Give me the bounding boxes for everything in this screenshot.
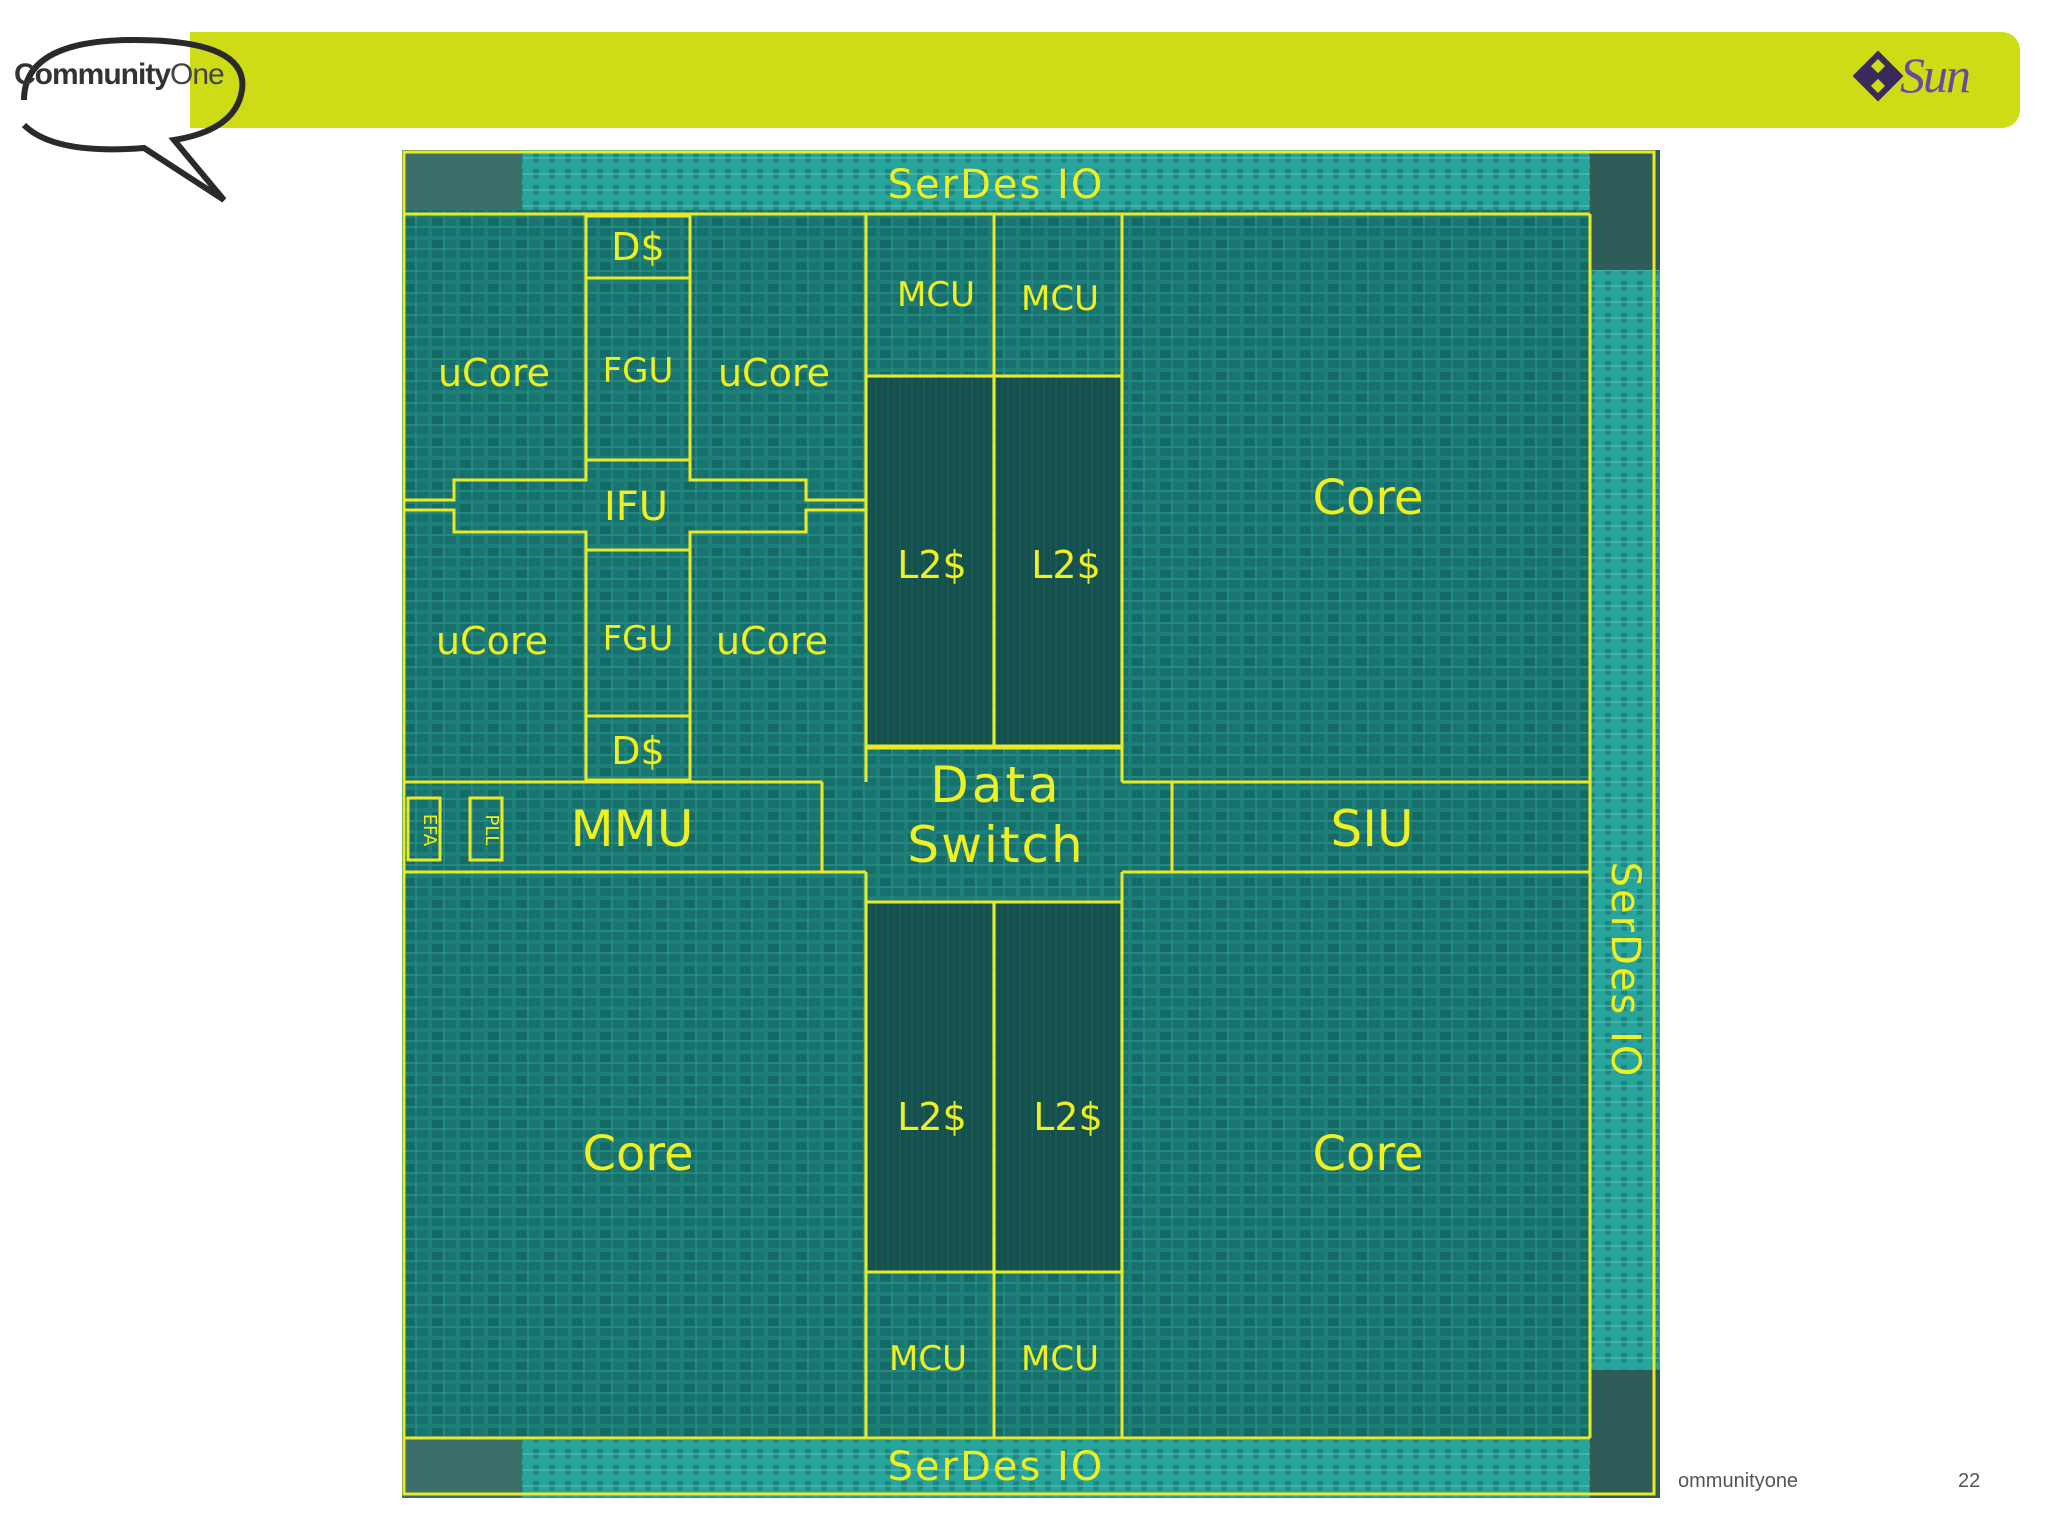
sun-brand: Sun <box>1900 46 1969 104</box>
fgu-top-label: FGU <box>603 351 674 391</box>
page-number: 22 <box>1958 1470 1980 1493</box>
communityone-logo <box>14 30 254 210</box>
core-bl-label: Core <box>582 1126 693 1182</box>
mcu-tl-label: MCU <box>897 275 975 315</box>
dcache-top-label: D$ <box>611 225 664 269</box>
chip-die-diagram: SerDes IO SerDes IO SerDes IO D$ uCore F… <box>402 150 1660 1498</box>
l2-bl-label: L2$ <box>897 1095 967 1139</box>
mcu-bl-label: MCU <box>889 1339 967 1379</box>
l2-tl-label: L2$ <box>897 543 967 587</box>
mmu-label: MMU <box>571 800 694 858</box>
brand-bold: Community <box>14 58 170 91</box>
pll-label: PLL <box>481 815 502 846</box>
ucore-br-label: uCore <box>716 619 828 663</box>
core-tr-label: Core <box>1312 470 1423 526</box>
dcache-bottom-label: D$ <box>611 729 664 773</box>
data-switch-label-1: Data <box>930 756 1061 814</box>
efa-label: EFA <box>419 814 440 847</box>
siu-label: SIU <box>1330 800 1413 858</box>
l2-br-label: L2$ <box>1033 1095 1103 1139</box>
ucore-tr-label: uCore <box>718 351 830 395</box>
serdes-right-strip <box>1590 150 1660 1498</box>
header-bar <box>190 32 2020 128</box>
fgu-bottom-label: FGU <box>603 619 674 659</box>
ucore-tl-label: uCore <box>438 351 550 395</box>
ifu-label: IFU <box>604 484 668 530</box>
serdes-top-label: SerDes IO <box>888 162 1105 208</box>
l2-tr-label: L2$ <box>1031 543 1101 587</box>
mcu-tr-label: MCU <box>1021 279 1099 319</box>
serdes-right-label: SerDes IO <box>1602 862 1648 1079</box>
core-br-label: Core <box>1312 1126 1423 1182</box>
brand-name: CommunityOne <box>14 58 234 92</box>
brand-light: One <box>170 58 224 91</box>
serdes-bottom-label: SerDes IO <box>888 1444 1105 1490</box>
mcu-br-label: MCU <box>1021 1339 1099 1379</box>
data-switch-label-2: Switch <box>907 816 1084 874</box>
ucore-bl-label: uCore <box>436 619 548 663</box>
footer-text: ommunityone <box>1678 1470 1798 1493</box>
